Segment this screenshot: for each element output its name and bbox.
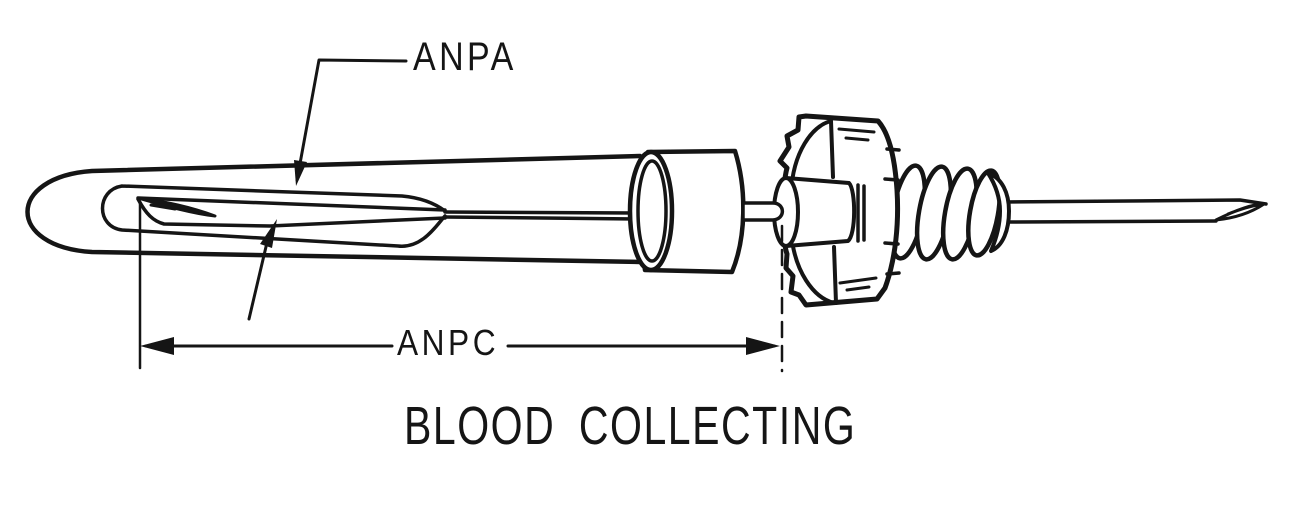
front-needle-bevel [1214,202,1266,222]
callout-label-anpa: ANPA [413,35,517,79]
hub-boss-collar [856,183,866,243]
connector-shaft [741,201,785,222]
anpa-leader-line-lower [247,232,271,321]
anpa-arrowhead-up-icon [260,219,277,248]
thread-rib [966,168,1002,258]
nut-shading-bottom [838,276,878,292]
knurled-hub-nut [772,113,901,308]
thread-end-cap [986,171,1011,253]
nut-shading-top [837,127,876,142]
anpa-callout-leaders [247,58,408,321]
figure-caption: BLOOD COLLECTING [404,396,857,456]
hub-boss [784,176,857,248]
needle-shaft-connector [741,201,785,222]
front-needle-shaft [1002,198,1268,224]
dimension-arrowhead-right-icon [746,337,780,355]
nut-face-curves [789,119,838,305]
nut-knurl-ticks [883,147,901,276]
cap-rim-inner [636,159,668,263]
anpa-arrowhead-down-icon [294,160,307,186]
anpc-dimension [138,201,784,373]
rear-needle-outline [136,196,447,228]
sleeve-crease-lines [443,210,640,221]
holder-cap [627,148,746,275]
rear-needle-and-sleeve [25,153,643,265]
rear-needle-bevel [136,196,217,218]
front-needle [1002,198,1268,224]
dimension-label-anpc: ANPC [397,322,500,363]
anpa-leader-line-upper [295,58,408,182]
dimension-arrowhead-left-icon [140,337,174,355]
threaded-hub [888,163,1011,262]
sleeve-outline [25,153,643,265]
